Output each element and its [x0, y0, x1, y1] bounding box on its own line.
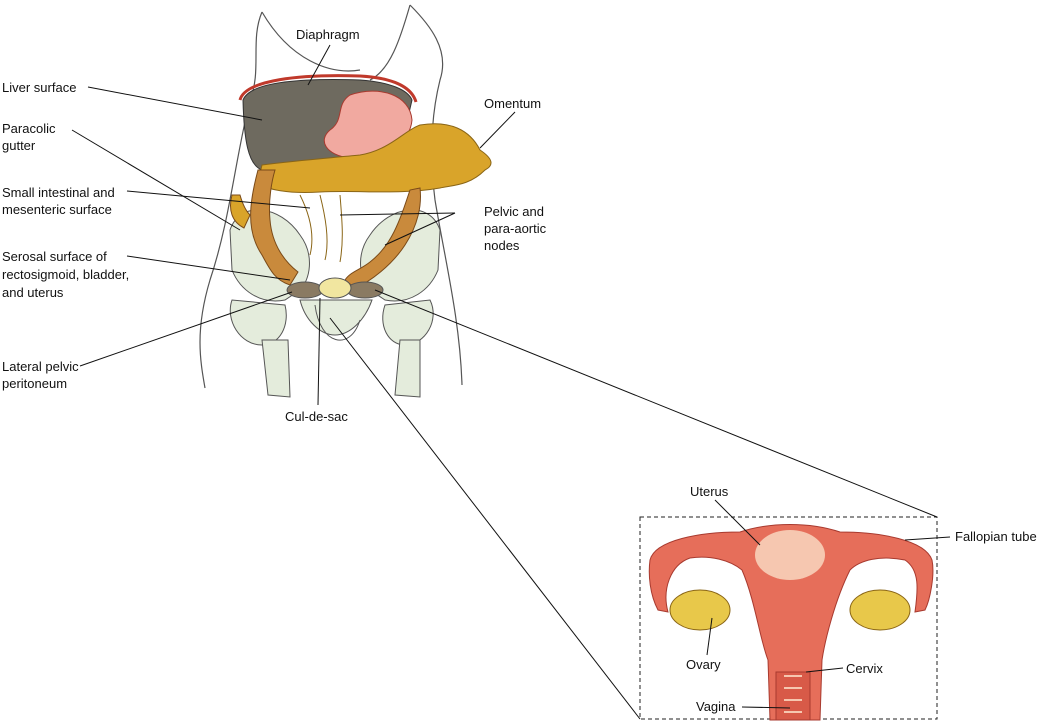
pelvic-organs: [286, 277, 384, 299]
label-uterus: Uterus: [690, 484, 729, 499]
label-pelvic-3: nodes: [484, 238, 520, 253]
label-cul-de-sac: Cul-de-sac: [285, 409, 348, 424]
leader-lines: [71, 44, 951, 720]
label-lateral-1: Lateral pelvic: [2, 359, 79, 374]
label-paracolic-1: Paracolic: [2, 121, 56, 136]
diaphragm-edge: [238, 74, 418, 103]
label-liver-surface: Liver surface: [2, 80, 77, 95]
label-lateral-2: peritoneum: [2, 376, 68, 391]
label-cervix: Cervix: [846, 661, 883, 676]
label-serosal-2: rectosigmoid, bladder,: [2, 267, 130, 282]
label-small-int-1: Small intestinal and: [2, 185, 115, 200]
label-fallopian-tube: Fallopian tube: [955, 529, 1037, 544]
label-paracolic-2: gutter: [2, 138, 36, 153]
uterus-illustration: [648, 524, 934, 721]
label-serosal-3: and uterus: [2, 285, 64, 300]
label-serosal-1: Serosal surface of: [2, 249, 107, 264]
label-vagina: Vagina: [696, 699, 736, 714]
omentum-shape: [257, 123, 492, 193]
label-diaphragm: Diaphragm: [296, 27, 360, 42]
colon: [230, 169, 421, 289]
label-ovary: Ovary: [686, 657, 721, 672]
label-small-int-2: mesenteric surface: [2, 202, 112, 217]
mesentery-vessels: [299, 194, 343, 263]
label-omentum: Omentum: [484, 96, 542, 111]
label-pelvic-2: para-aortic: [484, 221, 547, 236]
label-pelvic-1: Pelvic and: [484, 204, 544, 219]
